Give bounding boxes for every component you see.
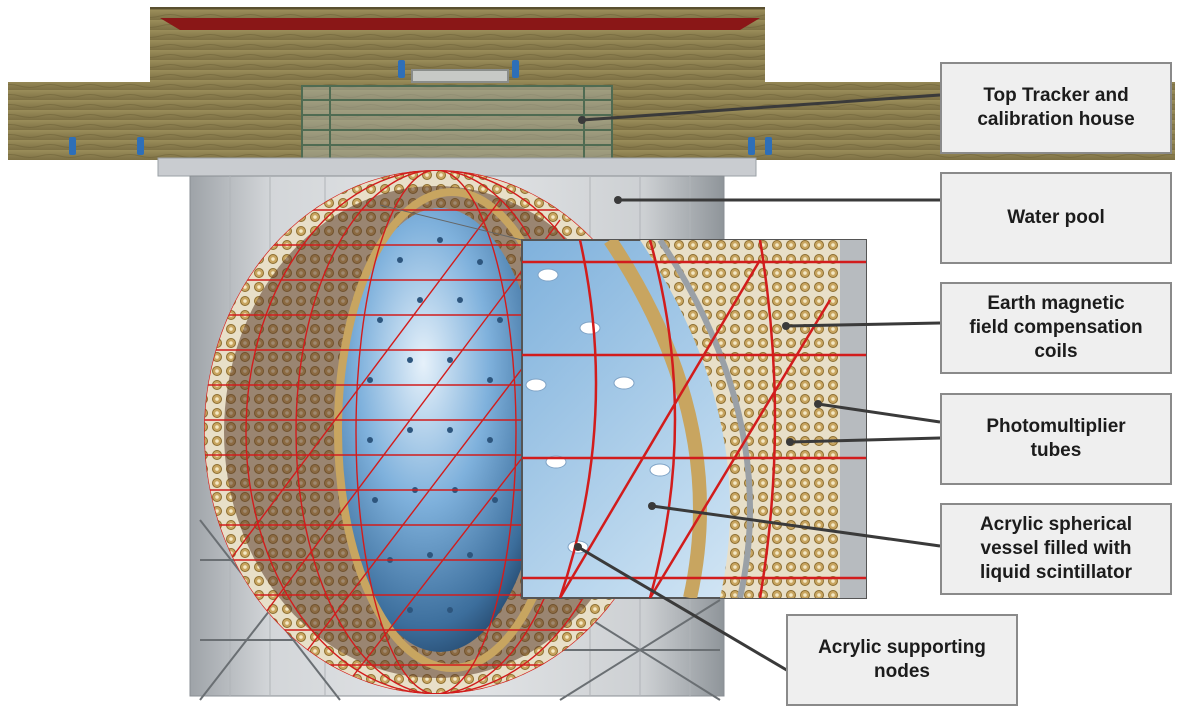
label-pmt: Photomultiplier tubes — [940, 393, 1172, 485]
label-supporting-nodes: Acrylic supporting nodes — [786, 614, 1018, 706]
top-tracker-structure — [301, 69, 613, 163]
label-top-tracker: Top Tracker and calibration house — [940, 62, 1172, 154]
acrylic-sphere — [336, 208, 544, 652]
zoom-inset — [379, 204, 867, 599]
label-emf-coils: Earth magnetic field compensation coils — [940, 282, 1172, 374]
acrylic-nodes — [367, 237, 503, 613]
leader-lines — [577, 93, 941, 674]
leader-dots — [574, 116, 822, 551]
worker-figures — [69, 60, 772, 155]
ground-layer — [8, 7, 1175, 160]
label-acrylic-vessel: Acrylic spherical vessel filled with liq… — [940, 503, 1172, 595]
label-water-pool: Water pool — [940, 172, 1172, 264]
